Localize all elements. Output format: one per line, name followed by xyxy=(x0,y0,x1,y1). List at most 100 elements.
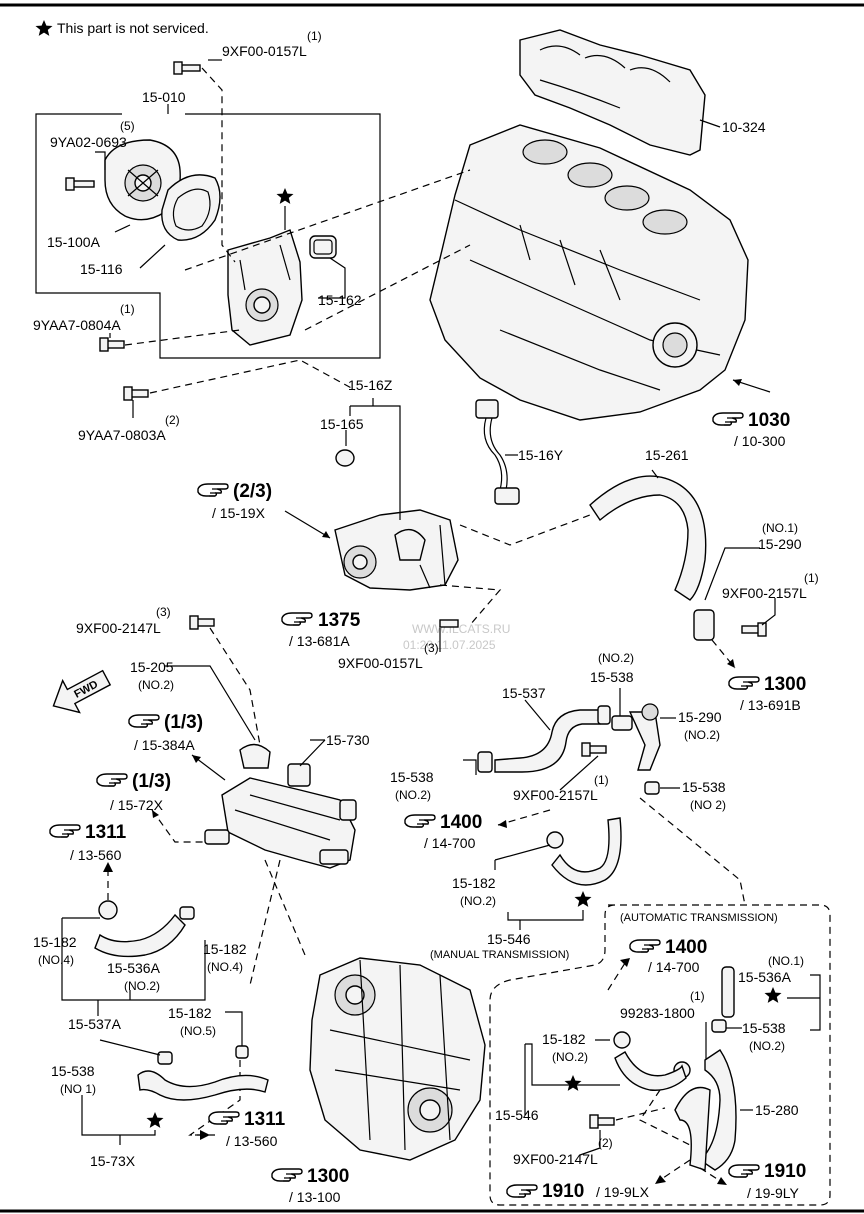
watermark-line1: WWW.ILCATS.RU xyxy=(412,622,510,636)
label-15-182-no4l: 15-182 xyxy=(33,934,77,950)
label-15-73x: 15-73X xyxy=(90,1153,136,1169)
pointing-hand-icon xyxy=(128,714,160,728)
cylinder-block xyxy=(429,124,749,421)
ref-1311-a-sub: / 13-560 xyxy=(70,847,122,863)
label-15-546a: 15-546 xyxy=(487,931,531,947)
pointing-hand-icon xyxy=(506,1184,538,1198)
pointing-hand-icon xyxy=(712,412,744,426)
ref-1030-number: 1030 xyxy=(748,410,790,431)
ref-1-3-b[interactable]: (1/3) / 15-72X xyxy=(96,771,171,813)
ref-1311-a[interactable]: 1311 / 13-560 xyxy=(49,822,127,863)
ref-1400-a[interactable]: 1400 / 14-700 xyxy=(404,812,482,851)
ref-1030[interactable]: 1030 / 10-300 xyxy=(712,410,790,449)
ref-1300-a-number: 1300 xyxy=(764,674,806,695)
ref-1300-b-number: 1300 xyxy=(307,1166,349,1187)
pointing-hand-icon xyxy=(728,676,760,690)
legend: This part is not serviced. xyxy=(35,20,209,36)
label-no2-538a: (NO.2) xyxy=(598,651,634,665)
ref-1-3-a-number: (1/3) xyxy=(164,712,203,733)
ref-1311-b[interactable]: 1311 / 13-560 xyxy=(208,1109,286,1149)
label-15-261: 15-261 xyxy=(645,447,689,463)
ref-1311-b-sub: / 13-560 xyxy=(226,1133,278,1149)
label-no2-538b: (NO.2) xyxy=(395,788,431,802)
ref-1910-a-number: 1910 xyxy=(542,1181,584,1202)
label-15-536a-r: 15-536A xyxy=(738,969,792,985)
intake-manifold xyxy=(309,957,486,1161)
pointing-hand-icon xyxy=(96,773,128,787)
pointing-hand-icon xyxy=(208,1111,240,1125)
label-no2-538c: (NO 2) xyxy=(690,798,726,812)
ref-1-3-a[interactable]: (1/3) / 15-384A xyxy=(128,712,203,753)
label-9yaa7-0804a: 9YAA7-0804A xyxy=(33,317,121,333)
ref-1375-sub: / 13-681A xyxy=(289,633,350,649)
label-15-205: 15-205 xyxy=(130,659,174,675)
label-no2-205: (NO.2) xyxy=(138,678,174,692)
ref-1300-b[interactable]: 1300 / 13-100 xyxy=(271,1166,349,1205)
label-15-546-r: 15-546 xyxy=(495,1107,539,1123)
ref-2-3-number: (2/3) xyxy=(233,481,272,502)
ref-1300-a-sub: / 13-691B xyxy=(740,697,801,713)
ref-1-3-b-sub: / 15-72X xyxy=(110,797,164,813)
ref-1300-b-sub: / 13-100 xyxy=(289,1189,341,1205)
label-15-538b: 15-538 xyxy=(390,769,434,785)
fwd-arrow-icon: FWD xyxy=(52,669,112,714)
ref-1910-b-number: 1910 xyxy=(764,1161,806,1182)
label-no2-182-r: (NO.2) xyxy=(552,1050,588,1064)
ref-1400-b-sub: / 14-700 xyxy=(648,959,700,975)
label-q1-1800: (1) xyxy=(690,989,705,1003)
label-99283-1800: 99283-1800 xyxy=(620,1005,695,1021)
thermostat-housing xyxy=(334,449,459,591)
label-no2-182a: (NO.2) xyxy=(460,894,496,908)
label-9xf00-2157l-top: 9XF00-2157L xyxy=(722,585,807,601)
label-15-182-no4r: 15-182 xyxy=(203,941,247,957)
label-15-538c: 15-538 xyxy=(682,779,726,795)
sensor-15-16y xyxy=(475,399,520,505)
ref-1400-b-number: 1400 xyxy=(665,937,707,958)
label-q3-0157: (3) xyxy=(424,641,439,655)
ref-1910-a[interactable]: 1910 / 19-9LX xyxy=(506,1181,650,1202)
label-15-730: 15-730 xyxy=(326,732,370,748)
pointing-hand-icon xyxy=(49,824,81,838)
ref-1-3-b-number: (1/3) xyxy=(132,771,171,792)
ref-1375[interactable]: 1375 / 13-681A xyxy=(281,610,361,649)
label-15-010: 15-010 xyxy=(142,89,186,105)
label-15-100a: 15-100A xyxy=(47,234,101,250)
label-9xf00-0157l-mid: 9XF00-0157L xyxy=(338,655,423,671)
ref-2-3[interactable]: (2/3) / 15-19X xyxy=(197,481,272,521)
label-manual-transmission: (MANUAL TRANSMISSION) xyxy=(430,949,569,961)
label-15-182-no5: 15-182 xyxy=(168,1005,212,1021)
cylinder-head-gasket xyxy=(519,29,706,156)
ref-1300-a[interactable]: 1300 / 13-691B xyxy=(728,674,806,713)
ref-1400-a-sub: / 14-700 xyxy=(424,835,476,851)
pointing-hand-icon xyxy=(271,1168,303,1182)
watermark-line2: 01:20 11.07.2025 xyxy=(403,638,496,652)
label-9xf00-2157l-b: 9XF00-2157L xyxy=(513,787,598,803)
ref-1-3-a-sub: / 15-384A xyxy=(134,737,195,753)
label-q1-2157b: (1) xyxy=(594,773,609,787)
star-icon xyxy=(146,1112,164,1128)
label-15-182-r: 15-182 xyxy=(542,1031,586,1047)
label-no5: (NO.5) xyxy=(180,1024,216,1038)
label-15-290b: 15-290 xyxy=(678,709,722,725)
ref-1910-b[interactable]: 1910 / 19-9LY xyxy=(728,1161,806,1201)
ref-1030-sub: / 10-300 xyxy=(734,433,786,449)
label-15-536a: 15-536A xyxy=(107,960,161,976)
label-no2-290b: (NO.2) xyxy=(684,728,720,742)
ref-1311-b-number: 1311 xyxy=(244,1109,286,1130)
water-outlet xyxy=(204,743,357,869)
label-q2-2147-r: (2) xyxy=(598,1136,613,1150)
label-15-16y: 15-16Y xyxy=(518,447,564,463)
star-icon xyxy=(564,1075,582,1091)
label-15-116: 15-116 xyxy=(80,261,123,277)
ref-1400-a-number: 1400 xyxy=(440,812,482,833)
label-no1-536a-r: (NO.1) xyxy=(768,954,804,968)
ref-1400-b[interactable]: 1400 / 14-700 xyxy=(629,937,707,975)
ref-1910-b-sub: / 19-9LY xyxy=(747,1185,800,1201)
ref-2-3-sub: / 15-19X xyxy=(212,505,266,521)
star-icon xyxy=(574,891,592,907)
label-automatic-transmission: (AUTOMATIC TRANSMISSION) xyxy=(620,912,778,924)
label-15-280: 15-280 xyxy=(755,1102,799,1118)
label-9ya02-0693: 9YA02-0693 xyxy=(50,134,127,150)
label-10-324: 10-324 xyxy=(722,119,766,135)
